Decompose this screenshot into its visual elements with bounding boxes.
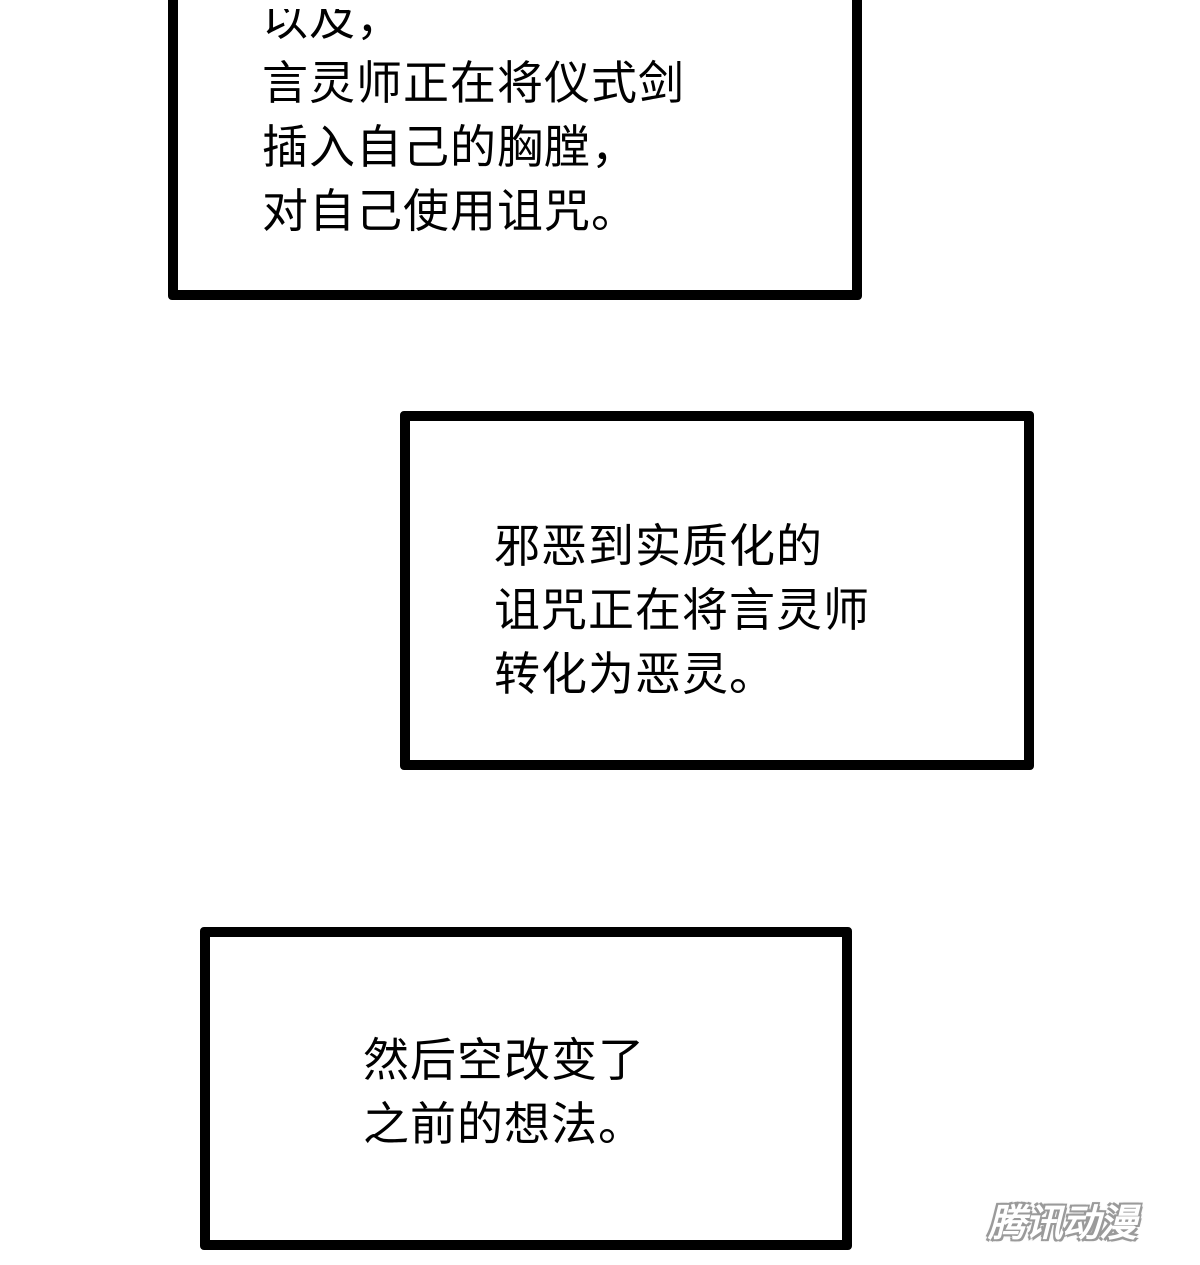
caption-text-1: 以及， 言灵师正在将仪式剑插入自己的胸膛， 对自己使用诅咒。	[262, 0, 685, 243]
caption-box-3: 然后空改变了之前的想法。	[200, 927, 852, 1250]
watermark-logo: 腾讯动漫	[988, 1201, 1137, 1245]
caption-box-2: 邪恶到实质化的诅咒正在将言灵师转化为恶灵。	[400, 411, 1034, 770]
caption-line: 诅咒正在将言灵师	[494, 583, 870, 637]
caption-line: 转化为恶灵。	[494, 647, 776, 701]
caption-line: 插入自己的胸膛，	[262, 120, 638, 174]
caption-line: 然后空改变了	[363, 1033, 645, 1087]
caption-line: 邪恶到实质化的	[494, 519, 823, 573]
caption-line: 之前的想法。	[363, 1097, 645, 1151]
caption-line: 对自己使用诅咒。	[262, 184, 638, 238]
caption-line: 以及，	[262, 0, 403, 46]
caption-line: 言灵师正在将仪式剑	[262, 56, 685, 110]
caption-text-2: 邪恶到实质化的诅咒正在将言灵师转化为恶灵。	[494, 514, 870, 706]
caption-box-1: 以及， 言灵师正在将仪式剑插入自己的胸膛， 对自己使用诅咒。	[168, 0, 862, 300]
caption-text-3: 然后空改变了之前的想法。	[363, 1028, 645, 1156]
